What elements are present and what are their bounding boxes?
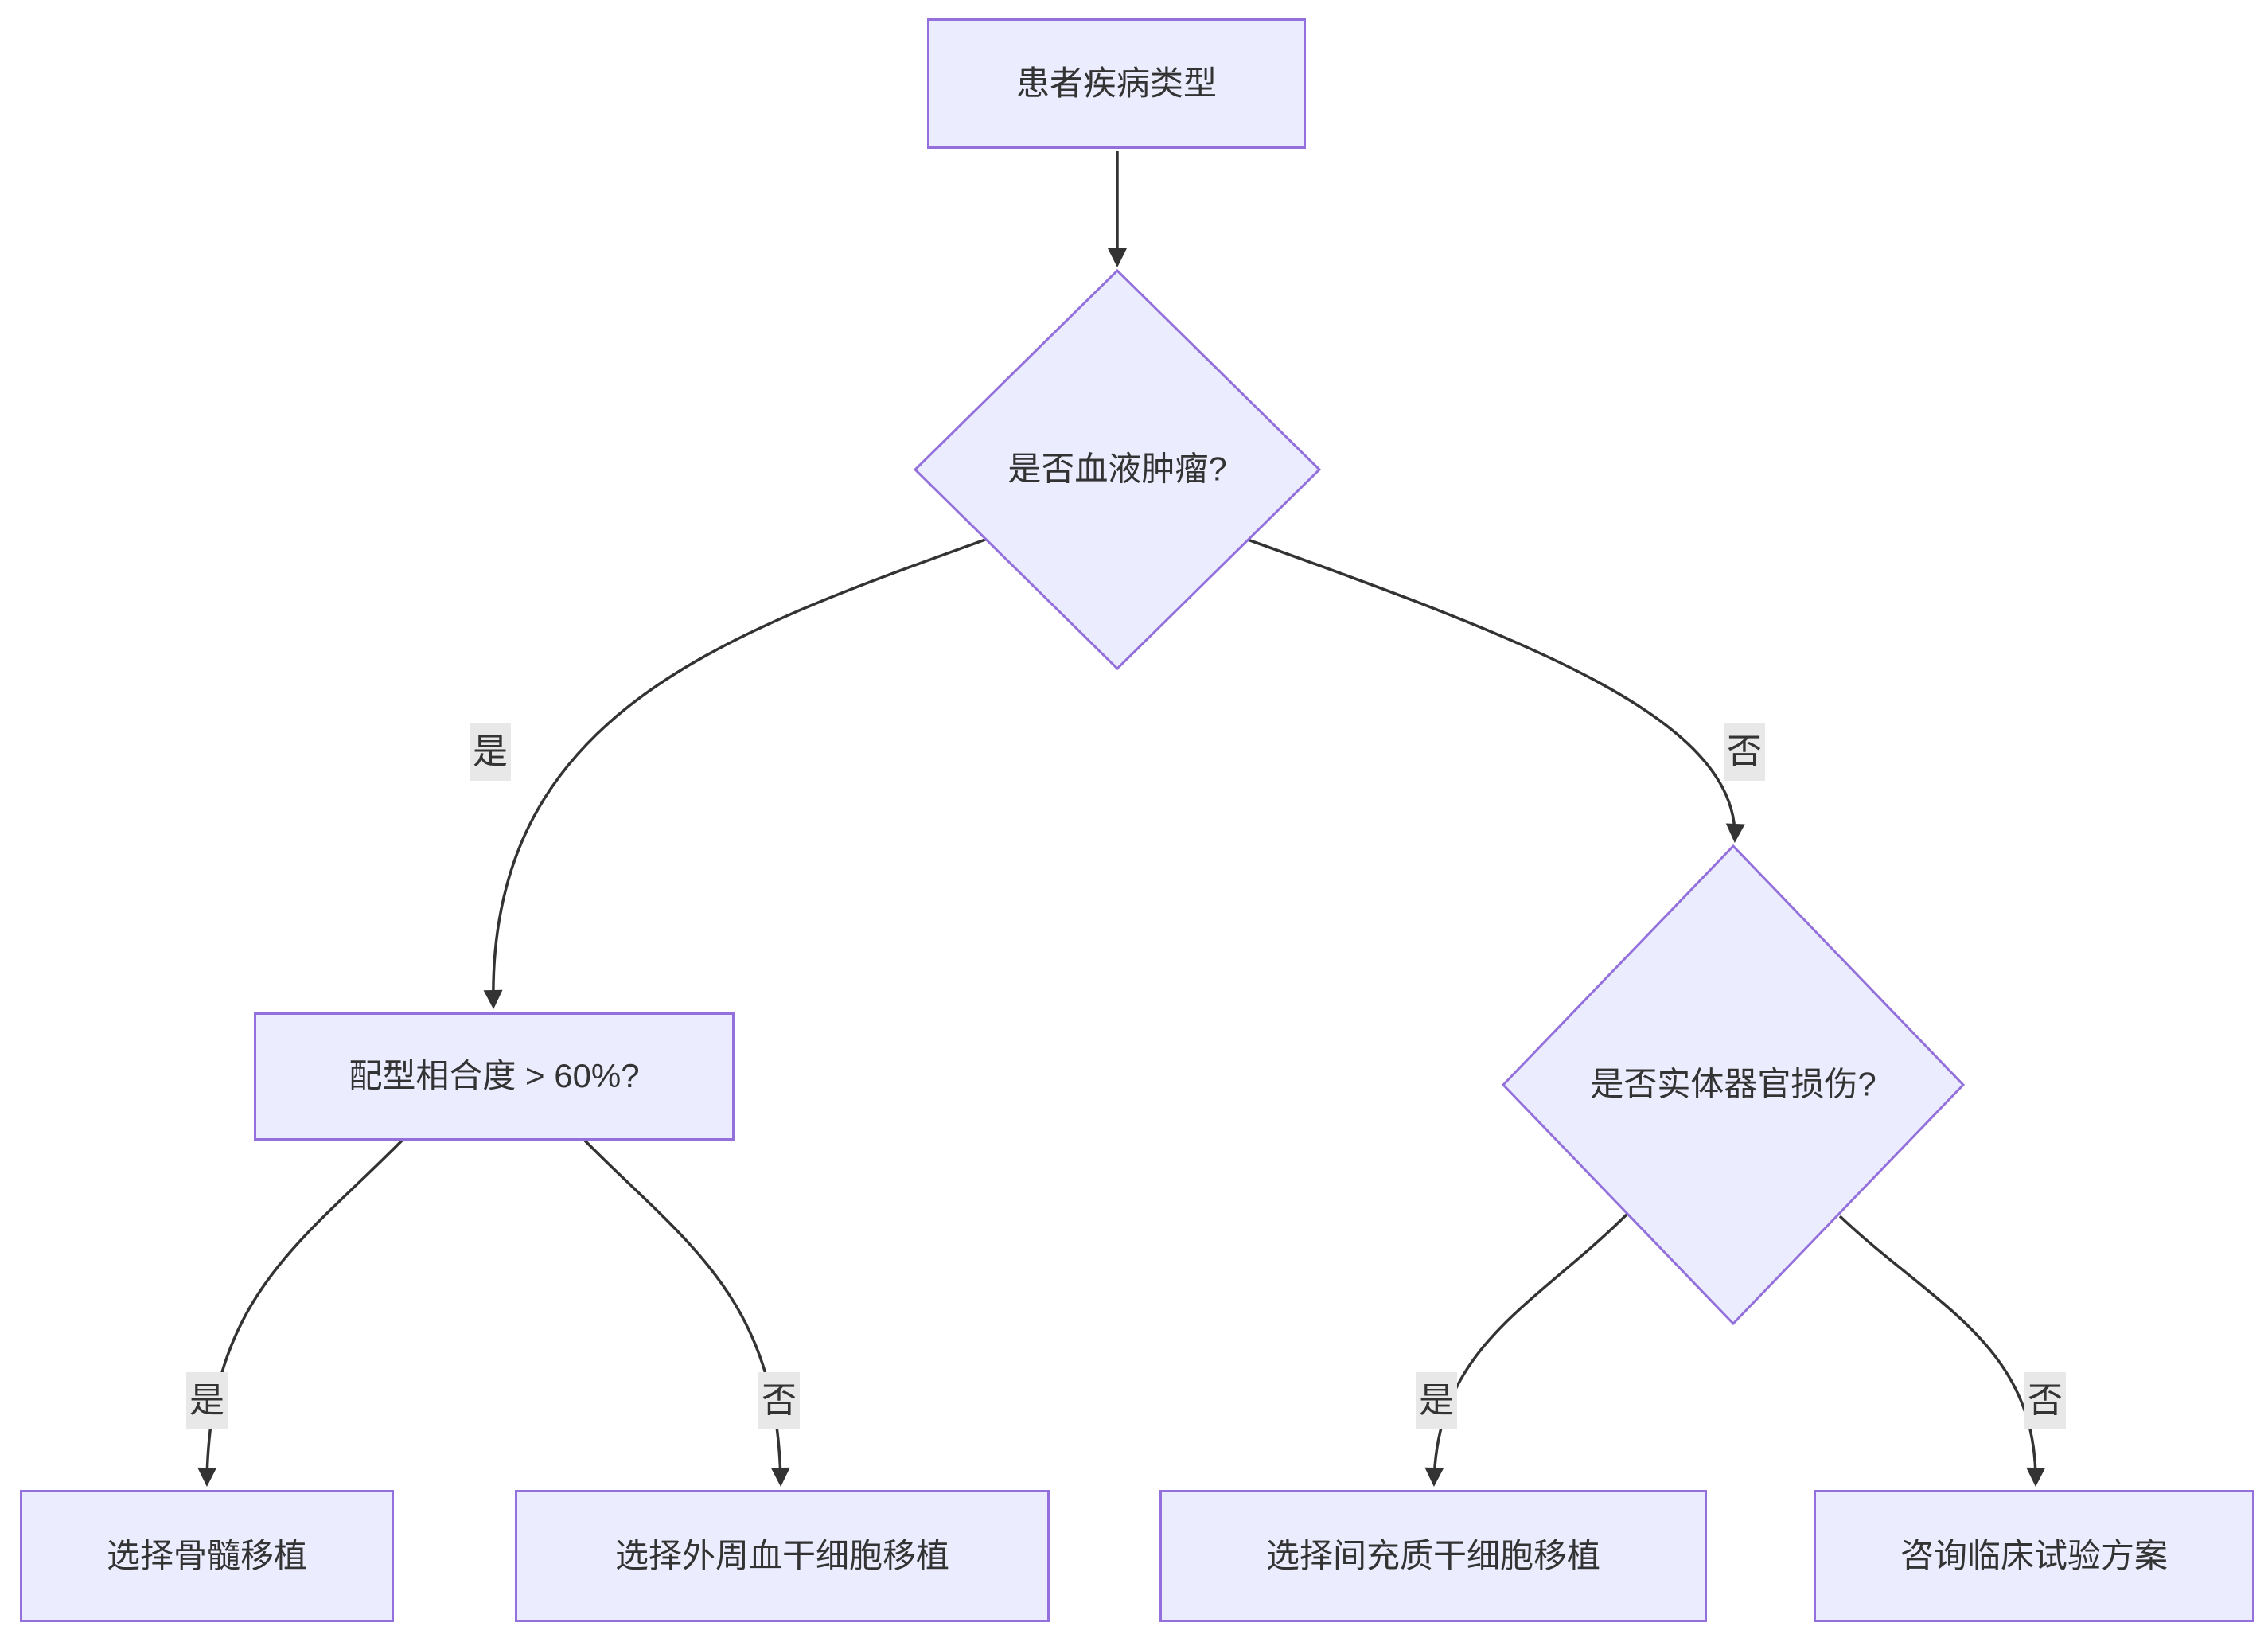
node-outcome-bone-marrow-label: 选择骨髓移植 [106,1536,307,1574]
decision-blood-diamond [913,268,1322,671]
node-outcome-trial-label: 咨询临床试验方案 [1900,1536,2168,1574]
node-decision-organ-label: 是否实体器官损伤? [1590,1065,1876,1103]
node-decision-match: 配型相合度 > 60%? [254,1012,735,1141]
node-root: 患者疾病类型 [927,18,1306,149]
node-decision-match-label: 配型相合度 > 60%? [349,1057,640,1095]
node-outcome-bone-marrow: 选择骨髓移植 [20,1490,394,1622]
edge-match-yes-to-bone-marrow [197,1139,403,1487]
decision-organ-diamond [1501,844,1966,1326]
edge-label-no-match: 否 [758,1372,800,1429]
edge-label-yes-match: 是 [186,1372,228,1429]
node-outcome-peripheral-label: 选择外周血干细胞移植 [614,1536,949,1574]
edge-blood-no-to-organ-decision [1247,538,1745,843]
node-outcome-trial: 咨询临床试验方案 [1814,1490,2254,1622]
node-decision-blood-label: 是否血液肿瘤? [1007,450,1227,488]
edge-blood-yes-to-match-decision [483,538,986,1009]
node-outcome-peripheral: 选择外周血干细胞移植 [515,1490,1050,1622]
edge-organ-yes-to-mesenchymal [1424,1212,1629,1487]
edge-label-yes-blood: 是 [470,723,511,781]
node-outcome-mesenchymal-label: 选择间充质干细胞移植 [1265,1536,1600,1574]
edge-label-yes-organ: 是 [1416,1372,1457,1429]
edge-organ-no-to-trial [1838,1215,2046,1487]
edge-label-no-organ: 否 [2024,1372,2066,1429]
node-outcome-mesenchymal: 选择间充质干细胞移植 [1159,1490,1707,1622]
node-root-label: 患者疾病类型 [1015,64,1217,102]
edge-label-no-blood: 否 [1724,723,1765,781]
edge-match-no-to-peripheral [583,1139,790,1487]
